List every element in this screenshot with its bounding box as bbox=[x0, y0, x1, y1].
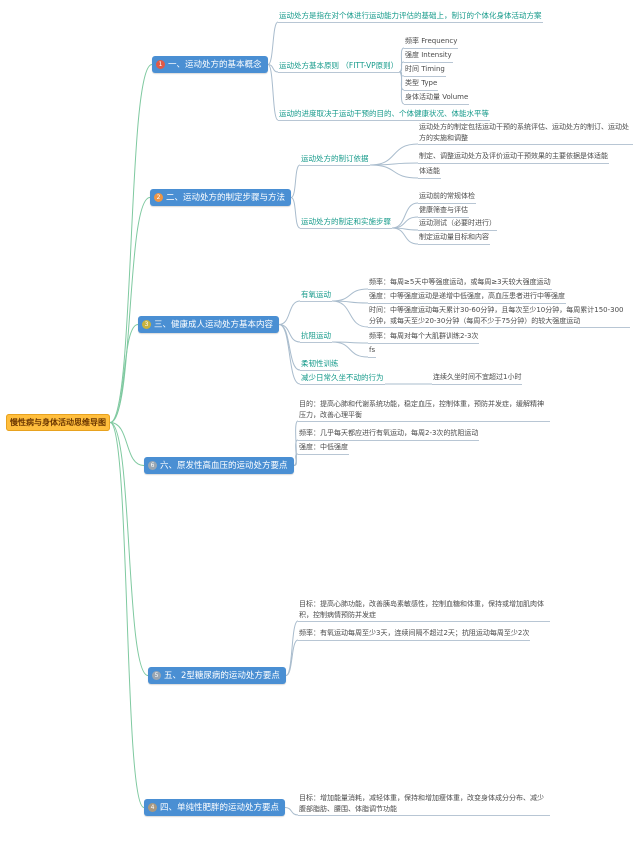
topic-sedentary-limit[interactable]: 连续久坐时间不宜超过1小时 bbox=[432, 372, 523, 385]
branch-label: 三、健康成人运动处方基本内容 bbox=[154, 320, 274, 330]
topic-aerobic-frequency[interactable]: 频率：每周≥5天中等强度运动，或每周≥3天较大强度运动 bbox=[368, 277, 552, 290]
topic-step-checkup[interactable]: 运动前的常规体检 bbox=[418, 191, 476, 204]
topic-fitt-principle[interactable]: 运动处方基本原则 （FITT-VP原则） bbox=[278, 60, 400, 74]
branch-label: 一、运动处方的基本概念 bbox=[168, 60, 262, 70]
topic-basis-process[interactable]: 运动处方的制定包括运动干预的系统评估、运动处方的制订、运动处方的实施和调整 bbox=[418, 122, 633, 145]
branch-label: 六、原发性高血压的运动处方要点 bbox=[160, 461, 288, 471]
topic-fitt-type[interactable]: 类型 Type bbox=[404, 78, 439, 91]
topic-basis-fitness-note[interactable]: 制定、调整运动处方及评价运动干预效果的主要依据是体适能 bbox=[418, 151, 609, 164]
topic-htn-frequency[interactable]: 频率：几乎每天都应进行有氧运动，每周2-3次的抗阻运动 bbox=[298, 428, 480, 441]
topic-reduce-sedentary[interactable]: 减少日常久坐不动的行为 bbox=[300, 372, 385, 386]
topic-step-goal-content[interactable]: 制定运动量目标和内容 bbox=[418, 232, 490, 245]
branch-label: 二、运动处方的制定步骤与方法 bbox=[166, 193, 286, 203]
branch-healthy-adults-content[interactable]: 3 三、健康成人运动处方基本内容 bbox=[138, 316, 280, 333]
branch-diabetes-points[interactable]: 5 五、2型糖尿病的运动处方要点 bbox=[148, 667, 286, 684]
topic-aerobic-time[interactable]: 时间：中等强度运动每天累计30-60分钟，且每次至少10分钟，每周累计150-3… bbox=[368, 305, 630, 328]
topic-implementation-steps[interactable]: 运动处方的制定和实施步骤 bbox=[300, 216, 392, 230]
topic-flexibility[interactable]: 柔韧性训练 bbox=[300, 358, 340, 372]
topic-htn-intensity[interactable]: 强度：中低强度 bbox=[298, 442, 349, 455]
topic-dm-frequency[interactable]: 频率：有氧运动每周至少3天，连续间隔不超过2天；抗阻运动每周至少2次 bbox=[298, 628, 531, 641]
topic-aerobic[interactable]: 有氧运动 bbox=[300, 289, 332, 303]
branch-label: 四、单纯性肥胖的运动处方要点 bbox=[160, 803, 280, 813]
priority-icon-1: 1 bbox=[156, 59, 165, 69]
branch-steps-methods[interactable]: 2 二、运动处方的制定步骤与方法 bbox=[150, 189, 292, 206]
topic-physical-fitness[interactable]: 体适能 bbox=[418, 166, 441, 179]
branch-obesity-points[interactable]: 4 四、单纯性肥胖的运动处方要点 bbox=[144, 799, 286, 816]
topic-fitt-intensity[interactable]: 强度 Intensity bbox=[404, 50, 453, 63]
priority-icon-6: 6 bbox=[148, 460, 157, 470]
branch-label: 五、2型糖尿病的运动处方要点 bbox=[164, 671, 280, 681]
topic-progression[interactable]: 运动的进度取决于运动干预的目的、个体健康状况、体能水平等 bbox=[278, 108, 490, 122]
topic-resistance-frequency[interactable]: 频率：每周对每个大肌群训练2-3次 bbox=[368, 331, 480, 344]
branch-basic-concepts[interactable]: 1 一、运动处方的基本概念 bbox=[152, 56, 268, 73]
priority-icon-5: 5 bbox=[152, 670, 161, 680]
topic-basis[interactable]: 运动处方的制订依据 bbox=[300, 153, 370, 167]
topic-obesity-goal[interactable]: 目标：增加能量消耗，减轻体重，保持和增加瘦体重，改变身体成分分布、减少腹部脂肪、… bbox=[298, 793, 550, 816]
topic-step-screening[interactable]: 健康筛查与评估 bbox=[418, 205, 469, 218]
topic-dm-goal[interactable]: 目标：提高心肺功能，改善胰岛素敏感性，控制血糖和体重，保持或增加肌肉体积，控制病… bbox=[298, 599, 550, 622]
topic-resistance-fs[interactable]: fs bbox=[368, 345, 377, 358]
topic-fitt-timing[interactable]: 时间 Timing bbox=[404, 64, 446, 77]
topic-fitt-volume[interactable]: 身体活动量 Volume bbox=[404, 92, 470, 105]
branch-hypertension-points[interactable]: 6 六、原发性高血压的运动处方要点 bbox=[144, 457, 294, 474]
topic-step-exercise-test[interactable]: 运动测试（必要时进行） bbox=[418, 218, 497, 231]
root-topic[interactable]: 慢性病与身体活动思维导图 bbox=[6, 414, 110, 431]
topic-prescription-definition[interactable]: 运动处方是指在对个体进行运动能力评估的基础上，制订的个体化身体活动方案 bbox=[278, 10, 543, 24]
topic-resistance[interactable]: 抗阻运动 bbox=[300, 330, 332, 344]
priority-icon-4: 4 bbox=[148, 802, 157, 812]
priority-icon-2: 2 bbox=[154, 192, 163, 202]
topic-htn-purpose[interactable]: 目的：提高心肺和代谢系统功能，稳定血压，控制体重，预防并发症，缓解精神压力，改善… bbox=[298, 399, 550, 422]
topic-aerobic-intensity[interactable]: 强度：中等强度运动是递增中低强度，高血压患者进行中等强度 bbox=[368, 291, 566, 304]
topic-fitt-frequency[interactable]: 频率 Frequency bbox=[404, 36, 459, 49]
priority-icon-3: 3 bbox=[142, 319, 151, 329]
